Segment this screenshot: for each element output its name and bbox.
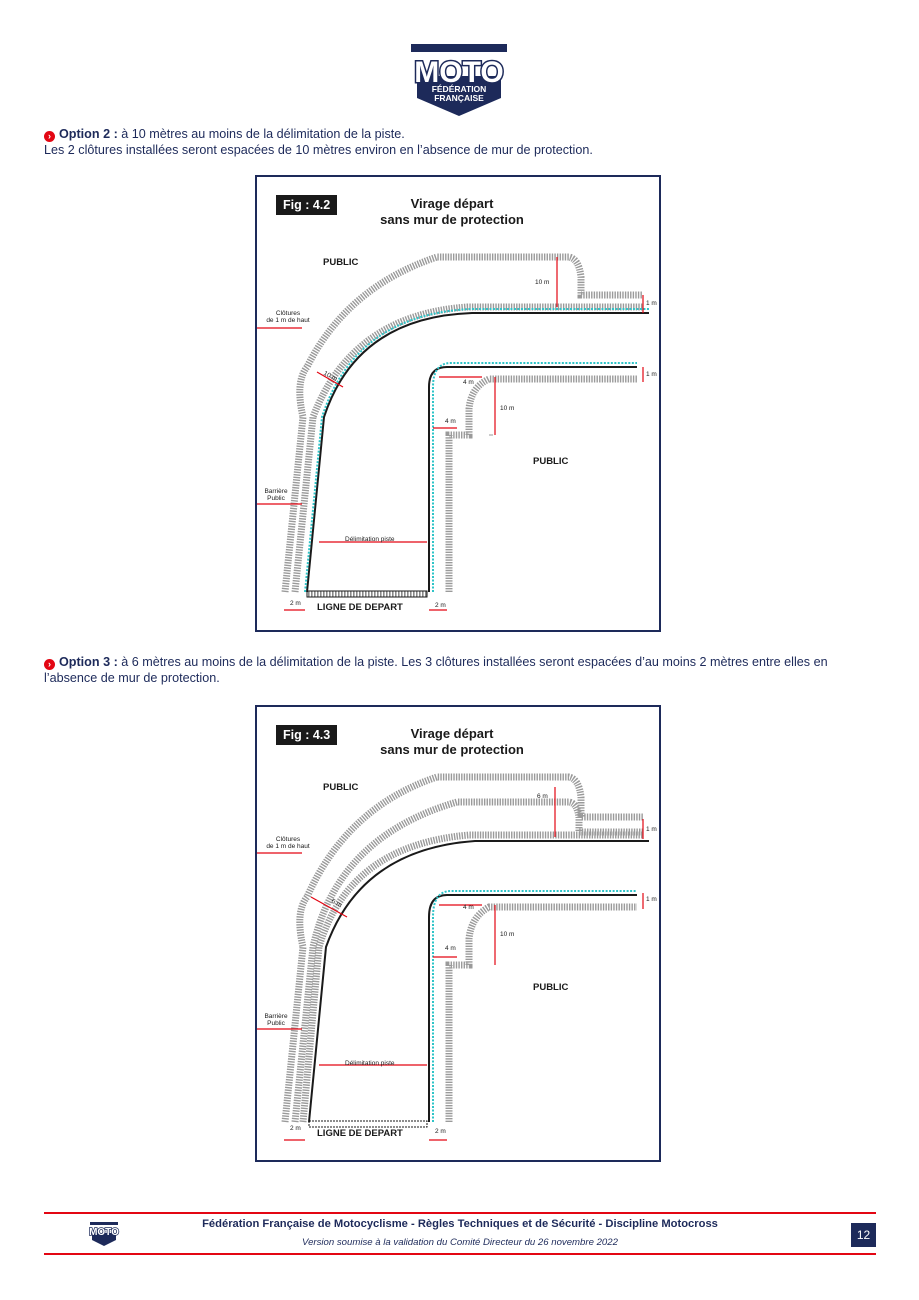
- fig42-two-m-left: 2 m: [290, 600, 301, 607]
- fig43-four-m-b: 4 m: [445, 945, 456, 952]
- option2-text: à 10 mètres au moins de la délimitation …: [117, 127, 405, 141]
- fig43-two-m-right: 2 m: [435, 1128, 446, 1135]
- option3-paragraph: › Option 3 : à 6 mètres au moins de la dé…: [44, 654, 876, 686]
- fig43-two-m-left: 2 m: [290, 1125, 301, 1132]
- inner-track-cyan: [432, 362, 637, 592]
- inner-fence: [445, 375, 637, 592]
- fig43-public-top: PUBLIC: [323, 782, 359, 793]
- start-line: [306, 590, 428, 598]
- fig42-public-right: PUBLIC: [533, 456, 569, 467]
- outer-fence: [281, 773, 643, 1123]
- fig42-title2: sans mur de protection: [380, 212, 524, 227]
- fig43-barriere-label: Barrière Public: [259, 1013, 293, 1027]
- footer-title: Fédération Française de Motocyclisme - R…: [202, 1218, 718, 1230]
- page-number: 12: [851, 1223, 876, 1247]
- option3-text: à 6 mètres au moins de la délimitation d…: [44, 655, 828, 685]
- inner-track-cyan: [432, 890, 637, 1122]
- footer-subtitle: Version soumise à la validation du Comit…: [302, 1237, 618, 1248]
- fig42-one-m-top: 1 m: [646, 300, 657, 307]
- footer-top-rule: [44, 1212, 876, 1214]
- outer-track-cyan: [304, 308, 649, 593]
- fig43-title: Virage départ sans mur de protection: [357, 726, 547, 758]
- fig43-one-m-right: 1 m: [646, 896, 657, 903]
- middle-fence-1: [291, 798, 643, 1123]
- inner-track-line: [428, 894, 637, 1122]
- fig42-drawing: [257, 253, 649, 611]
- footer-logo-word: MOTO: [89, 1227, 119, 1238]
- fig43-four-m-a: 4 m: [463, 904, 474, 911]
- fig43-barriere1: Barrière: [264, 1013, 288, 1020]
- fig42-four-m-a: 4 m: [463, 379, 474, 386]
- fig42-title: Virage départ sans mur de protection: [357, 196, 547, 228]
- fig43-dist-top: 6 m: [537, 793, 548, 800]
- start-line: [308, 1120, 428, 1128]
- option2-paragraph: › Option 2 : à 10 mètres au moins de la d…: [44, 126, 876, 158]
- fig42-clotures-label: Clôtures de 1 m de haut: [263, 310, 313, 324]
- ffm-logo: MOTO FÉDÉRATION FRANÇAISE: [407, 42, 511, 118]
- middle-fence-2: [299, 831, 643, 1123]
- fig42-dist-top: 10 m: [535, 279, 550, 286]
- outer-fence: [281, 253, 643, 593]
- footer-logo: MOTO: [88, 1221, 120, 1247]
- chevron-right-icon: ›: [44, 659, 55, 670]
- fig42-barriere-label: Barrière Public: [259, 488, 293, 502]
- option2-line2: Les 2 clôtures installées seront espacée…: [44, 143, 593, 157]
- outer-track-line: [306, 312, 649, 593]
- fig42-start-label: LIGNE DE DEPART: [317, 602, 403, 613]
- outer-track-line: [308, 840, 649, 1123]
- logo-word: MOTO: [414, 56, 503, 89]
- logo-line2: FRANÇAISE: [434, 93, 484, 103]
- fig42-delim: Délimitation piste: [345, 536, 395, 543]
- fig42-public-top: PUBLIC: [323, 257, 359, 268]
- fig42-clotures2: de 1 m de haut: [266, 317, 310, 324]
- fig43-public-right: PUBLIC: [533, 982, 569, 993]
- fig42-barriere2: Public: [267, 495, 285, 502]
- inner-track-line: [428, 366, 637, 592]
- fig42-title1: Virage départ: [410, 196, 494, 211]
- fig42-clotures1: Clôtures: [275, 310, 301, 317]
- fig43-tag: Fig : 4.3: [276, 725, 338, 745]
- fig42-barriere1: Barrière: [264, 488, 288, 495]
- option3-label: Option 3 :: [59, 655, 118, 669]
- fig43-clotures1: Clôtures: [275, 836, 301, 843]
- option2-label: Option 2 :: [59, 127, 118, 141]
- figure-4-3: Fig : 4.3 Virage départ sans mur de prot…: [255, 705, 661, 1162]
- fig42-tag: Fig : 4.2: [276, 195, 338, 215]
- inner-fence: [445, 903, 637, 1122]
- middle-fence: [291, 303, 643, 593]
- fig43-start-label: LIGNE DE DEPART: [317, 1128, 403, 1139]
- fig42-four-m-b: 4 m: [445, 418, 456, 425]
- fig43-ten-m-inner: 10 m: [500, 931, 515, 938]
- fig43-delim: Délimitation piste: [345, 1060, 395, 1067]
- chevron-right-icon: ›: [44, 131, 55, 142]
- fig43-clotures-label: Clôtures de 1 m de haut: [263, 836, 313, 850]
- logo-line1: FÉDÉRATION: [432, 84, 487, 94]
- fig43-title2: sans mur de protection: [380, 742, 524, 757]
- fig43-title1: Virage départ: [410, 726, 494, 741]
- fig42-two-m-right: 2 m: [435, 602, 446, 609]
- fig42-one-m-right: 1 m: [646, 371, 657, 378]
- figure-4-2: Fig : 4.2 Virage départ sans mur de prot…: [255, 175, 661, 632]
- fig42-ten-m-inner: 10 m: [500, 405, 515, 412]
- fig43-one-m-top: 1 m: [646, 826, 657, 833]
- fig43-clotures2: de 1 m de haut: [266, 843, 310, 850]
- fig43-barriere2: Public: [267, 1020, 285, 1027]
- footer-bottom-rule: [44, 1253, 876, 1255]
- fig43-drawing: [257, 773, 649, 1141]
